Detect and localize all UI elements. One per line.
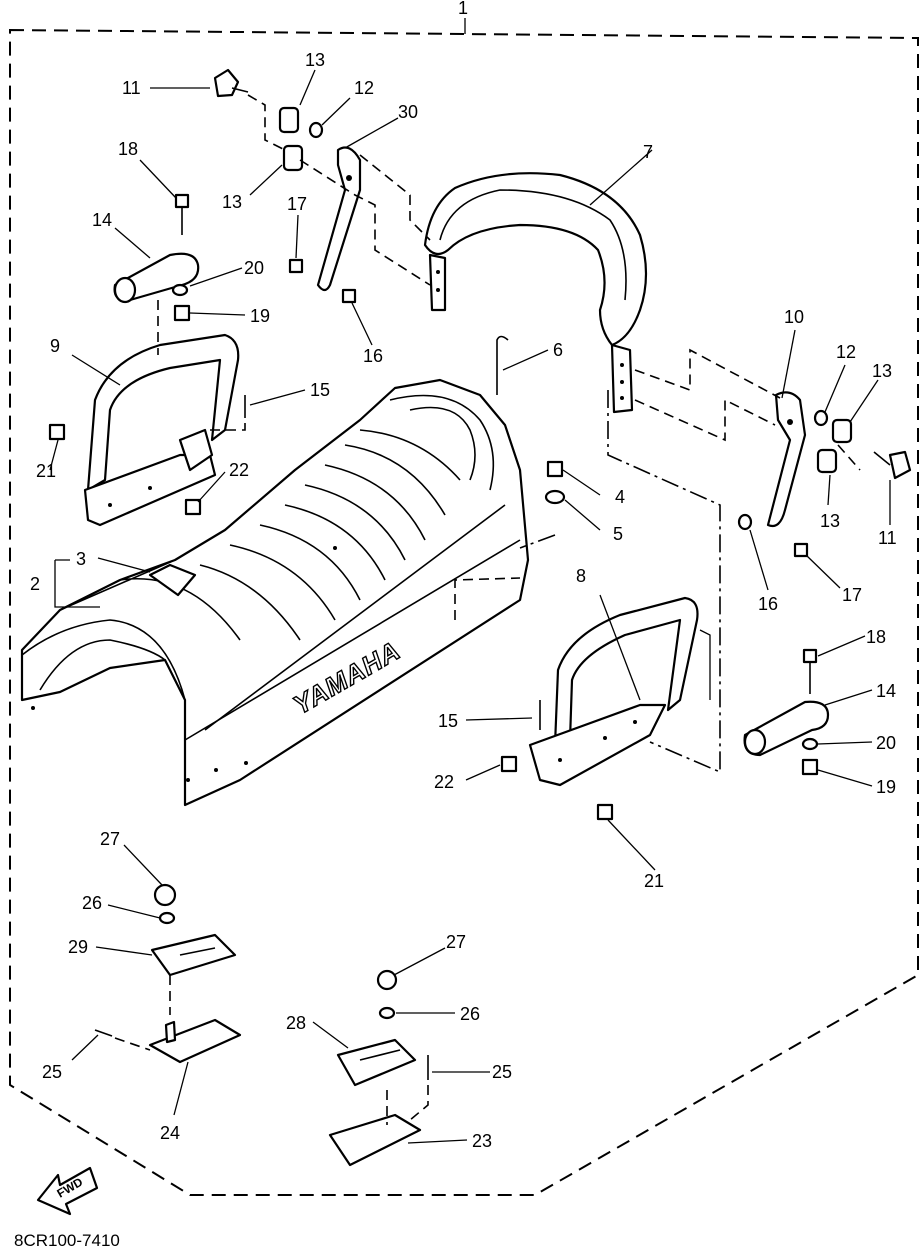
callout-5: 5 <box>613 524 623 544</box>
callouts: 1 2 3 4 5 6 7 8 9 10 11 11 12 12 13 13 1… <box>30 0 897 1151</box>
callout-3: 3 <box>76 549 86 569</box>
callout-24: 24 <box>160 1123 180 1143</box>
callout-13-b: 13 <box>222 192 242 212</box>
callout-17-b: 17 <box>842 585 862 605</box>
callout-10: 10 <box>784 307 804 327</box>
callout-26-b: 26 <box>460 1004 480 1024</box>
callout-20-a: 20 <box>244 258 264 278</box>
backrest-bracket-left <box>316 146 362 292</box>
callout-29: 29 <box>68 937 88 957</box>
callout-11-a: 11 <box>122 78 141 98</box>
callout-2: 2 <box>30 574 40 594</box>
backrest <box>423 172 648 414</box>
grab-bar-right <box>528 596 699 787</box>
grab-bar-left <box>83 333 240 527</box>
fwd-arrow: FWD <box>36 1166 99 1216</box>
callout-30: 30 <box>398 102 418 122</box>
callout-23: 23 <box>472 1131 492 1151</box>
callout-14-b: 14 <box>876 681 896 701</box>
callout-15-b: 15 <box>438 711 458 731</box>
callout-8: 8 <box>576 566 586 586</box>
callout-13-a: 13 <box>305 50 325 70</box>
mount-left <box>94 883 242 1064</box>
callout-18-a: 18 <box>118 139 138 159</box>
callout-1: 1 <box>458 0 468 18</box>
callout-21-b: 21 <box>644 871 664 891</box>
callout-4: 4 <box>615 487 625 507</box>
mount-right <box>328 969 429 1167</box>
callout-25-a: 25 <box>42 1062 62 1082</box>
callout-7: 7 <box>643 142 653 162</box>
callout-25-b: 25 <box>492 1062 512 1082</box>
callout-19-b: 19 <box>876 777 896 797</box>
callout-9: 9 <box>50 336 60 356</box>
callout-17-a: 17 <box>287 194 307 214</box>
backrest-bracket-right <box>766 391 807 528</box>
callout-19-a: 19 <box>250 306 270 326</box>
callout-28: 28 <box>286 1013 306 1033</box>
callout-18-b: 18 <box>866 627 886 647</box>
callout-12-b: 12 <box>836 342 856 362</box>
callout-13-c: 13 <box>872 361 892 381</box>
callout-22-a: 22 <box>229 460 249 480</box>
handle-left <box>113 252 200 304</box>
callout-11-b: 11 <box>878 528 897 548</box>
callout-14-a: 14 <box>92 210 112 230</box>
callout-21-a: 21 <box>36 461 56 481</box>
callout-13-d: 13 <box>820 511 840 531</box>
callout-6: 6 <box>553 340 563 360</box>
callout-16-a: 16 <box>363 346 383 366</box>
callout-12-a: 12 <box>354 78 374 98</box>
callout-16-b: 16 <box>758 594 778 614</box>
hardware <box>48 68 912 821</box>
callout-26-a: 26 <box>82 893 102 913</box>
leader-lines <box>49 69 891 1144</box>
diagram-code: 8CR100-7410 <box>14 1231 120 1250</box>
assembly-boundary <box>9 28 919 1196</box>
callout-22-b: 22 <box>434 772 454 792</box>
callout-20-b: 20 <box>876 733 896 753</box>
callout-27-b: 27 <box>446 932 466 952</box>
seat: YAMAHA <box>20 378 530 807</box>
handle-right <box>743 700 830 757</box>
callout-15-a: 15 <box>310 380 330 400</box>
callout-27-a: 27 <box>100 829 120 849</box>
